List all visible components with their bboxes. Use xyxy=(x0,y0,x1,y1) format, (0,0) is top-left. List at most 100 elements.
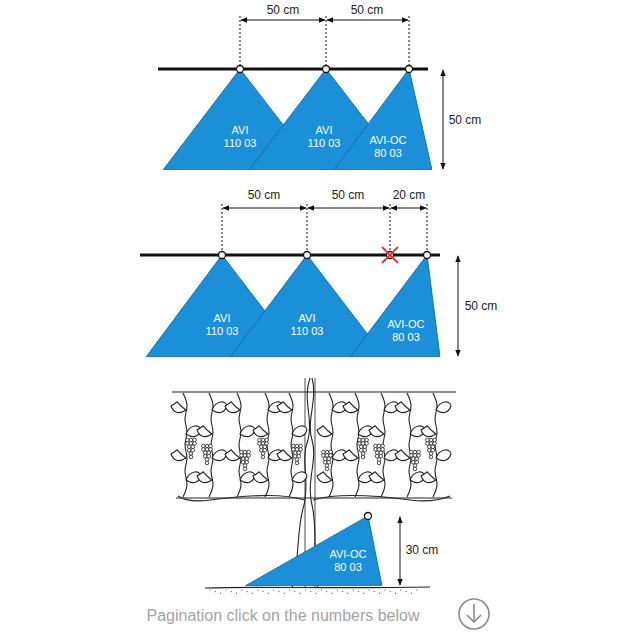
nozzle-type: AVI 110 03 xyxy=(204,312,240,338)
grape xyxy=(381,448,385,452)
label-anchor: 50 cm xyxy=(449,113,482,127)
soil-dot xyxy=(406,591,407,592)
grape xyxy=(265,442,269,446)
soil-dot xyxy=(215,591,216,592)
grape xyxy=(363,448,367,452)
dimension-label: 50 cm xyxy=(351,3,384,17)
soil-dot xyxy=(400,589,401,590)
label-anchor: Pagination click on the numbers below xyxy=(146,607,419,625)
grape xyxy=(427,448,431,452)
vine-leaf xyxy=(421,472,436,483)
nozzle-type: AVI 110 03 xyxy=(289,312,325,338)
grape xyxy=(375,454,379,458)
dimension-label: 50 cm xyxy=(449,113,482,127)
soil-dot xyxy=(411,593,412,594)
grape xyxy=(410,454,414,458)
soil-dot xyxy=(262,591,263,592)
grape xyxy=(358,442,362,446)
label-anchor: 30 cm xyxy=(406,543,439,557)
grape xyxy=(191,448,195,452)
grape xyxy=(411,460,415,464)
vine-leaf xyxy=(171,450,186,461)
vine-leaf xyxy=(395,450,410,461)
vine-leaf xyxy=(317,426,332,437)
vine-leaf xyxy=(197,472,212,483)
grape xyxy=(327,460,331,464)
nozzle-type: AVI-OC 80 03 xyxy=(366,134,410,160)
grape xyxy=(258,442,262,446)
grape xyxy=(429,455,433,459)
vine-leaf xyxy=(421,426,436,437)
grape xyxy=(245,460,249,464)
spray-fan: AVI-OC 80 03 xyxy=(334,69,432,170)
grape xyxy=(325,467,329,471)
vine-leaf xyxy=(253,426,268,437)
grape xyxy=(241,460,245,464)
soil-dot xyxy=(225,589,226,590)
grape xyxy=(361,455,365,459)
label-anchor: 50 cm xyxy=(351,3,384,17)
scroll-down-icon xyxy=(459,599,489,629)
extension-lines xyxy=(240,16,409,66)
soil-dot xyxy=(374,591,375,592)
soil-dot xyxy=(273,589,274,590)
vine-leaf xyxy=(225,402,240,413)
soil-dot xyxy=(268,593,269,594)
nozzle xyxy=(219,66,431,520)
grape xyxy=(325,454,329,458)
spray-fan-shape xyxy=(245,516,382,586)
label-anchor: 50 cm xyxy=(465,299,498,313)
extension-lines xyxy=(222,204,427,252)
grape xyxy=(187,448,191,452)
grape xyxy=(299,448,303,452)
vine-leaf xyxy=(369,426,384,437)
vine-leaf xyxy=(277,450,292,461)
vine-leaf xyxy=(369,472,384,483)
grape xyxy=(297,454,301,458)
grape xyxy=(323,460,327,464)
soil-dot xyxy=(231,591,232,592)
dimension-label: 30 cm xyxy=(406,543,439,557)
removed-nozzle-mark xyxy=(382,247,398,263)
grape xyxy=(247,454,251,458)
soil-dot xyxy=(368,589,369,590)
grape xyxy=(202,448,206,452)
soil-dot xyxy=(220,593,221,594)
soil-dot xyxy=(305,589,306,590)
grape xyxy=(417,454,421,458)
soil-dot xyxy=(326,591,327,592)
grape xyxy=(205,461,209,465)
grape xyxy=(433,442,437,446)
dimension-lines xyxy=(223,208,458,356)
grape xyxy=(207,454,211,458)
cordon xyxy=(178,495,304,500)
grape xyxy=(431,448,435,452)
grape xyxy=(415,460,419,464)
soil-dot xyxy=(395,593,396,594)
nozzle-type: AVI 110 03 xyxy=(306,124,342,150)
grape xyxy=(193,442,197,446)
dimension-label: 50 cm xyxy=(332,188,365,202)
soil-dot xyxy=(390,591,391,592)
grape xyxy=(189,455,193,459)
soil-dot xyxy=(337,589,338,590)
spray-fan-shape xyxy=(334,69,432,170)
vine-leaf xyxy=(343,402,358,413)
vine-leaf xyxy=(436,402,451,413)
grape xyxy=(243,454,247,458)
grape xyxy=(322,454,326,458)
soil-dot xyxy=(247,591,248,592)
spray-boom xyxy=(140,254,440,257)
vine-leaf xyxy=(343,450,358,461)
grape xyxy=(295,448,299,452)
soil-dot xyxy=(384,589,385,590)
pagination-note: Pagination click on the numbers below xyxy=(146,607,419,625)
vine-leaf xyxy=(253,472,268,483)
vine-leaf xyxy=(212,402,227,413)
grape xyxy=(429,442,433,446)
grape xyxy=(413,454,417,458)
label-anchor: 50 cm xyxy=(248,188,281,202)
grape xyxy=(361,442,365,446)
spray-fan: AVI-OC 80 03 xyxy=(350,255,440,357)
vine-leaf xyxy=(317,472,332,483)
